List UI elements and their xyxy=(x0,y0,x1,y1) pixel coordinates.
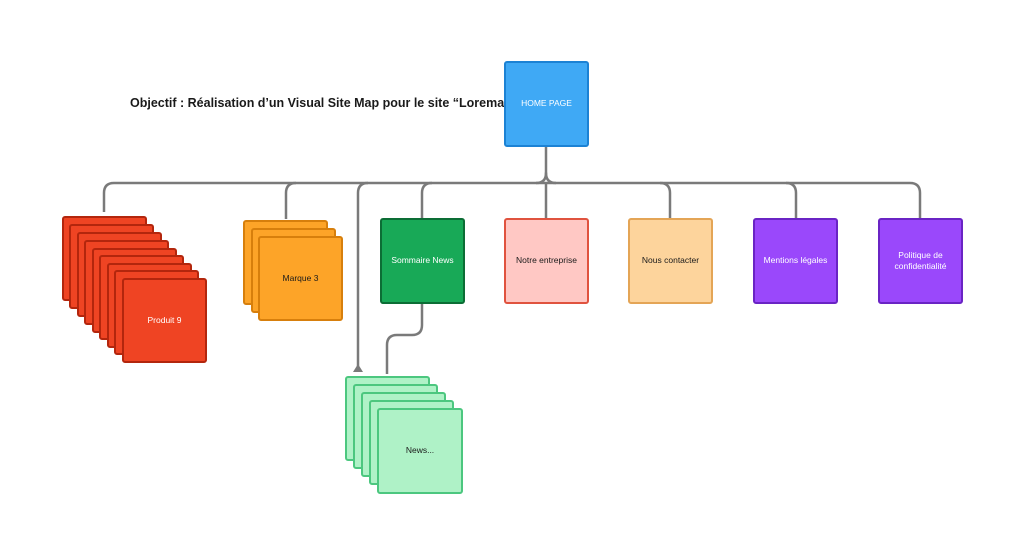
connector-marque xyxy=(284,181,297,219)
notre-entreprise-node[interactable]: Notre entreprise xyxy=(504,218,589,304)
home-page-node[interactable]: HOME PAGE xyxy=(504,61,589,147)
mentions-legales-node[interactable]: Mentions légales xyxy=(753,218,838,304)
sommaire-news-node[interactable]: Sommaire News xyxy=(380,218,465,304)
notre-entreprise-label: Notre entreprise xyxy=(516,255,577,266)
home-page-label: HOME PAGE xyxy=(521,98,572,109)
politique-label: Politique de confidentialité xyxy=(894,249,947,271)
produit-node[interactable]: Produit 9 xyxy=(122,278,207,363)
connector-sommaire xyxy=(420,181,433,218)
nous-contacter-label: Nous contacter xyxy=(641,255,700,266)
connector-news-arrow xyxy=(356,181,369,370)
mentions-legales-label: Mentions légales xyxy=(763,255,828,266)
sommaire-news-label: Sommaire News xyxy=(391,255,454,266)
news-node[interactable]: News... xyxy=(377,408,463,494)
connector-contacter xyxy=(659,181,672,218)
marque-node[interactable]: Marque 3 xyxy=(258,236,343,321)
marque-label: Marque 3 xyxy=(282,272,319,283)
arrow-head xyxy=(353,364,363,372)
diagram-title: Objectif : Réalisation d’un Visual Site … xyxy=(130,96,511,110)
politique-node[interactable]: Politique de confidentialité xyxy=(878,218,963,304)
connector-junction xyxy=(535,171,557,185)
connector-bus xyxy=(102,181,922,218)
nous-contacter-node[interactable]: Nous contacter xyxy=(628,218,713,304)
connector-mentions xyxy=(785,181,798,218)
news-label: News... xyxy=(405,445,435,456)
connector-sommaire-news xyxy=(385,304,424,374)
produit-label: Produit 9 xyxy=(147,314,182,325)
